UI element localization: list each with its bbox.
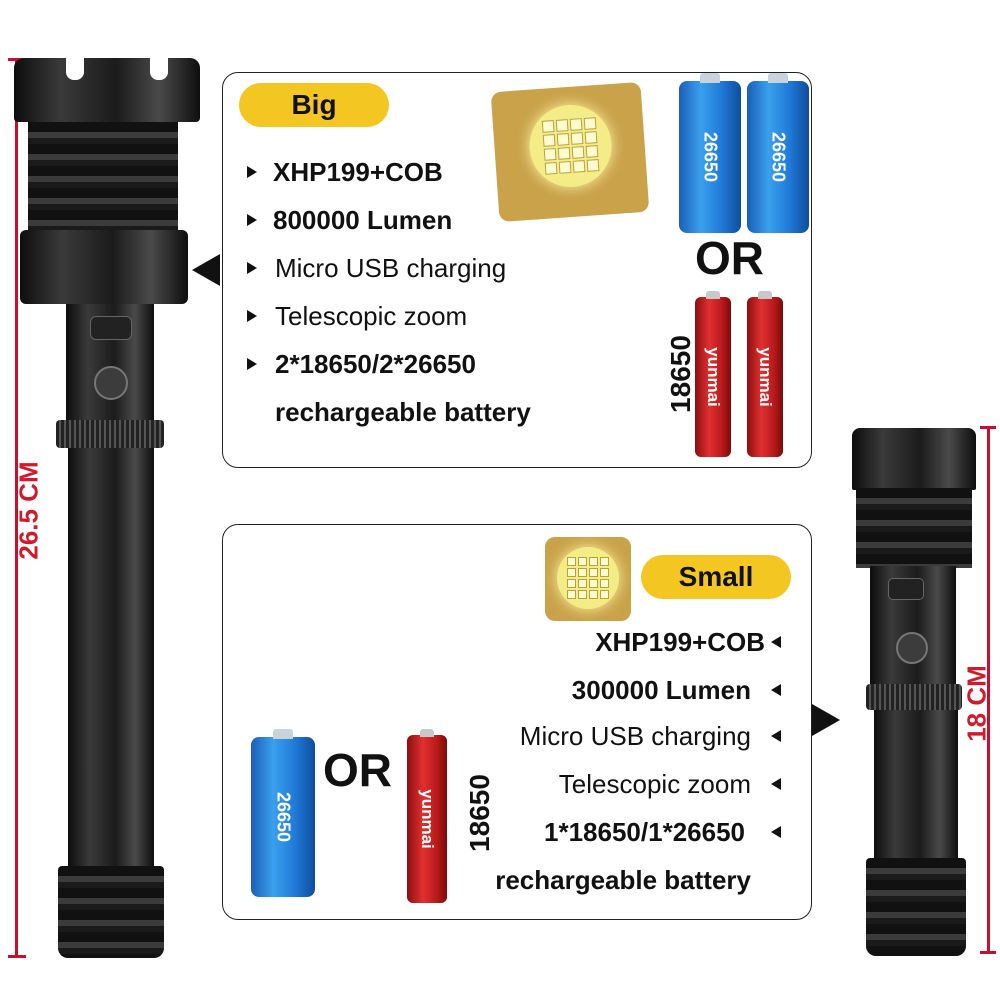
small-panel-pointer [812,704,840,736]
big-feature-4: Telescopic zoom [275,301,468,331]
big-info-panel: Big XHP199+COB 800000 Lumen Micro USB ch… [222,72,812,468]
small-flashlight-tail [866,858,966,956]
big-battery-brand: yunmai [756,347,775,407]
big-label-pill: Big [239,83,389,127]
big-feature-5: 2*18650/2*26650 [275,349,476,379]
small-feature-2: 300000 Lumen [571,675,751,705]
small-label-pill: Small [641,555,791,599]
small-feature-bullet [771,826,781,838]
big-battery-26650-label: 26650 [700,131,721,183]
big-dimension-line [15,58,18,958]
small-feature-bullet [771,778,781,790]
big-flashlight-crown [14,58,200,122]
small-battery-18650-label: 18650 [464,774,495,852]
big-battery-18650-image: yunmai [695,291,731,457]
small-feature-6: rechargeable battery [495,865,751,895]
big-flashlight-crown-notch [66,58,84,80]
big-feature-3: Micro USB charging [275,253,507,283]
small-flashlight-head [852,428,976,490]
small-battery-brand: yunmai [418,789,437,849]
big-feature-bullet [247,214,257,226]
big-feature-6: rechargeable battery [275,397,531,427]
small-dimension-line [987,426,990,954]
big-feature-bullet [247,358,257,370]
small-dimension-text: 18 CM [961,665,992,742]
small-flashlight-fins [856,488,972,568]
small-battery-26650-image: 26650 [251,729,315,897]
small-feature-1: XHP199+COB [595,627,765,657]
big-panel-pointer [192,254,220,286]
small-flashlight-knurled-ring [866,684,962,710]
big-dimension-bottom-tick [8,955,26,958]
big-flashlight-power-button [94,366,128,400]
big-flashlight-crown-notch [150,58,168,80]
small-battery-26650-label: 26650 [273,791,294,843]
big-feature-2: 800000 Lumen [273,205,453,235]
big-battery-18650-label: 18650 [665,335,696,413]
big-led-chip-image [490,81,650,223]
big-feature-bullet [247,166,257,178]
small-feature-bullet [771,684,781,696]
big-battery-18650-image: yunmai [747,291,783,457]
small-flashlight-tube [874,710,958,860]
big-flashlight-power-indicator [90,316,132,340]
big-flashlight-bezel [20,230,188,304]
big-flashlight-fins [28,122,178,232]
big-battery-brand: yunmai [704,347,723,407]
small-flashlight-power-indicator [888,578,924,600]
small-info-panel: Small XHP199+COB 300000 Lumen Micro USB … [222,524,812,920]
big-battery-26650-image: 26650 [679,73,741,233]
big-battery-26650-label: 26650 [768,131,789,183]
big-flashlight-tube [68,448,154,868]
big-flashlight-knurled-ring [56,420,164,448]
small-or-text: OR [323,744,392,796]
big-flashlight-tail [58,866,164,958]
big-feature-bullet [247,310,257,322]
big-or-text: OR [695,232,764,284]
big-dimension-text: 26.5 CM [13,461,44,560]
small-battery-18650-image: yunmai [407,729,447,903]
small-led-chip-image [545,537,631,621]
big-feature-1: XHP199+COB [273,157,443,187]
small-feature-5: 1*18650/1*26650 [544,817,745,847]
small-feature-3: Micro USB charging [519,721,751,751]
small-flashlight-power-button [896,632,928,664]
big-feature-bullet [247,262,257,274]
small-dimension-bottom-tick [980,951,996,954]
small-feature-bullet [771,636,781,648]
small-feature-4: Telescopic zoom [558,769,751,799]
small-feature-bullet [771,730,781,742]
big-battery-26650-image: 26650 [747,73,809,233]
